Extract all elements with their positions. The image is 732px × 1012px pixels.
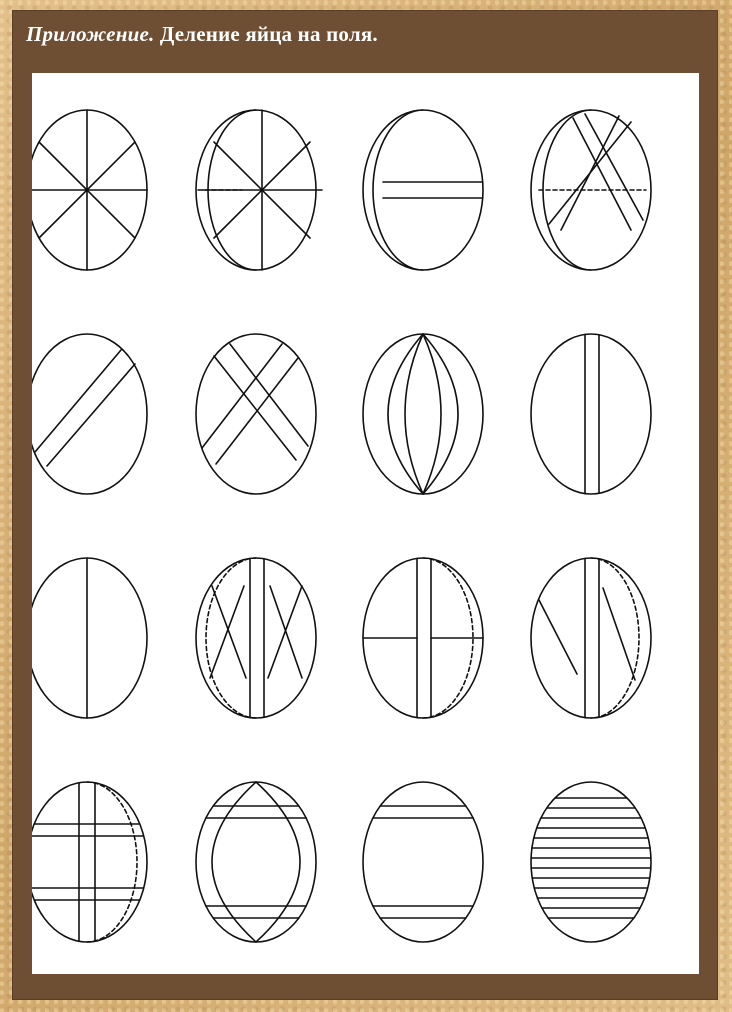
egg-14 [196,782,316,942]
egg-8 [531,334,651,494]
egg-9 [32,558,147,718]
egg-7 [363,334,483,494]
egg-5 [32,334,147,494]
egg-3 [363,110,483,270]
title-lead: Приложение. [26,22,154,46]
egg-15 [363,782,483,942]
diagram-sheet [32,73,699,974]
egg-10 [196,558,316,718]
egg-11 [363,558,483,718]
egg-4 [531,110,651,270]
title-text: Деление яйца на поля. [160,22,378,46]
page-title: Приложение. Деление яйца на поля. [26,22,378,47]
egg-2 [196,110,322,270]
egg-12 [531,558,651,718]
egg-1 [32,110,147,270]
egg-16 [531,782,651,942]
egg-13 [32,782,147,942]
egg-6 [196,334,316,494]
eggs-diagram [32,73,699,974]
